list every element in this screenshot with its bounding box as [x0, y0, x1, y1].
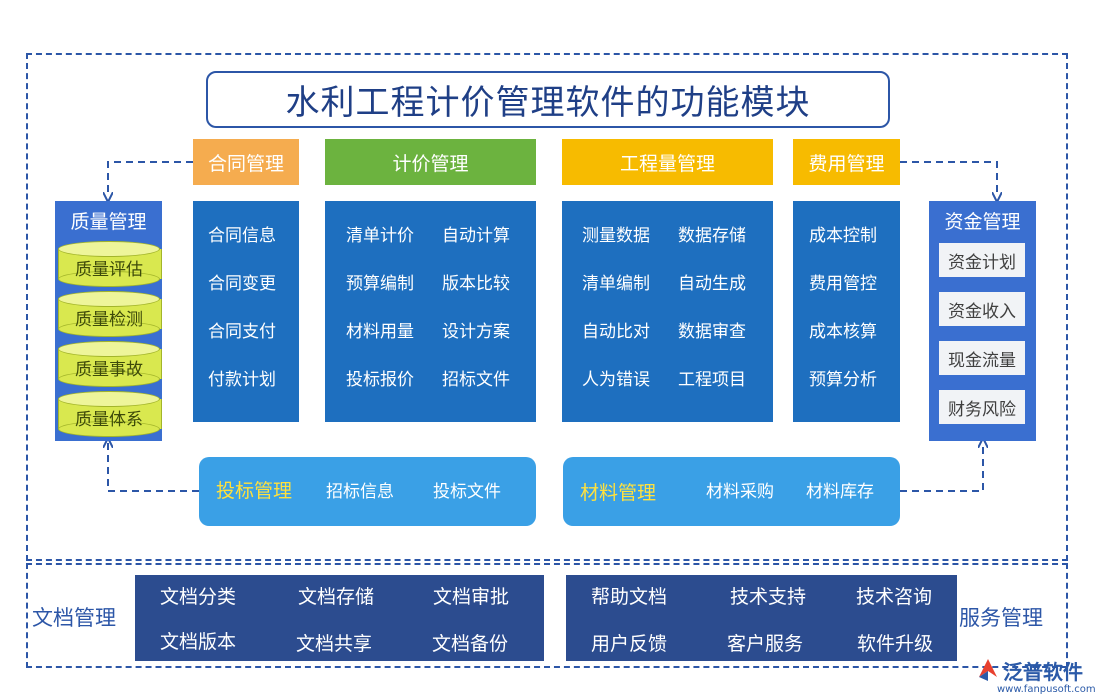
gongcheng-item: 测量数据 [582, 226, 650, 246]
docs-item: 文档备份 [432, 633, 509, 655]
quality-item: 质量检测 [75, 310, 143, 330]
feiyong-header: 费用管理 [793, 139, 900, 185]
gongcheng-panel: 测量数据 数据存储 清单编制 自动生成 自动比对 数据审查 人为错误 工程项目 [562, 201, 773, 422]
service-panel: 帮助文档 技术支持 技术咨询 用户反馈 客户服务 软件升级 [566, 575, 957, 661]
jijia-item: 材料用量 [346, 322, 414, 342]
feiyong-panel: 成本控制 费用管控 成本核算 预算分析 [793, 201, 900, 422]
jijia-item: 招标文件 [442, 370, 510, 390]
page-title: 水利工程计价管理软件的功能模块 [206, 71, 890, 128]
service-label: 服务管理 [959, 606, 1043, 630]
lower-frame [26, 563, 1068, 668]
cailiao-item: 材料采购 [706, 482, 774, 502]
fund-item: 资金计划 [939, 243, 1025, 277]
logo: 泛普软件 www.fanpusoft.com [975, 654, 1097, 698]
jijia-header: 计价管理 [325, 139, 536, 185]
fund-panel: 资金管理 资金计划 资金收入 现金流量 财务风险 [929, 201, 1036, 441]
jijia-item: 预算编制 [346, 274, 414, 294]
docs-item: 文档版本 [160, 631, 237, 653]
cailiao-bar: 材料管理 材料采购 材料库存 [563, 457, 900, 526]
cailiao-title: 材料管理 [580, 482, 657, 504]
quality-item: 质量事故 [75, 360, 143, 380]
quality-item: 质量体系 [75, 410, 143, 430]
service-item: 客户服务 [727, 633, 804, 655]
docs-item: 文档分类 [160, 586, 237, 608]
gongcheng-item: 数据审查 [678, 322, 746, 342]
service-item: 技术支持 [730, 586, 807, 608]
toubiao-item: 投标文件 [433, 482, 501, 502]
jijia-item: 清单计价 [346, 226, 414, 246]
jijia-item: 自动计算 [442, 226, 510, 246]
fund-item: 资金收入 [939, 292, 1025, 326]
fanpu-logo-icon [979, 659, 997, 681]
hetong-header: 合同管理 [193, 139, 299, 185]
service-item: 技术咨询 [856, 586, 933, 608]
quality-cylinder: 质量检测 [58, 291, 162, 337]
hetong-item: 合同信息 [208, 226, 276, 246]
quality-cylinder: 质量评估 [58, 241, 162, 287]
feiyong-item: 预算分析 [809, 370, 877, 390]
feiyong-item: 成本控制 [809, 226, 877, 246]
quality-cylinder: 质量事故 [58, 341, 162, 387]
jijia-item: 版本比较 [442, 274, 510, 294]
docs-item: 文档共享 [296, 633, 373, 655]
hetong-item: 付款计划 [208, 370, 276, 390]
fund-item: 财务风险 [939, 390, 1025, 424]
service-item: 帮助文档 [591, 586, 668, 608]
fund-item: 现金流量 [939, 341, 1025, 375]
jijia-item: 投标报价 [346, 370, 414, 390]
service-item: 软件升级 [857, 633, 934, 655]
hetong-item: 合同变更 [208, 274, 276, 294]
cailiao-item: 材料库存 [806, 482, 874, 502]
gongcheng-header: 工程量管理 [562, 139, 773, 185]
hetong-panel: 合同信息 合同变更 合同支付 付款计划 [193, 201, 299, 422]
logo-url: www.fanpusoft.com [997, 684, 1096, 695]
main-frame [26, 53, 1068, 561]
jijia-item: 设计方案 [442, 322, 510, 342]
docs-item: 文档审批 [433, 586, 510, 608]
quality-title: 质量管理 [70, 211, 147, 233]
service-item: 用户反馈 [591, 633, 668, 655]
toubiao-item: 招标信息 [326, 482, 394, 502]
hetong-item: 合同支付 [208, 322, 276, 342]
fund-title: 资金管理 [944, 211, 1021, 233]
gongcheng-item: 清单编制 [582, 274, 650, 294]
jijia-panel: 清单计价 自动计算 预算编制 版本比较 材料用量 设计方案 投标报价 招标文件 [325, 201, 536, 422]
quality-panel: 质量管理 质量评估 质量检测 质量事故 质量体系 [55, 201, 162, 441]
feiyong-item: 成本核算 [809, 322, 877, 342]
arrow-from-toubiao [108, 443, 199, 492]
arrow-to-fund [900, 161, 997, 197]
gongcheng-item: 人为错误 [582, 370, 650, 390]
arrow-to-quality [108, 161, 193, 197]
arrow-from-cailiao [900, 443, 983, 492]
docs-panel: 文档分类 文档存储 文档审批 文档版本 文档共享 文档备份 [135, 575, 544, 661]
gongcheng-item: 自动比对 [582, 322, 650, 342]
docs-label: 文档管理 [32, 606, 116, 630]
docs-item: 文档存储 [298, 586, 375, 608]
gongcheng-item: 自动生成 [678, 274, 746, 294]
quality-cylinder: 质量体系 [58, 391, 162, 437]
logo-name: 泛普软件 [1003, 660, 1083, 684]
quality-item: 质量评估 [75, 260, 143, 280]
gongcheng-item: 工程项目 [678, 370, 746, 390]
toubiao-bar: 投标管理 招标信息 投标文件 [199, 457, 536, 526]
gongcheng-item: 数据存储 [678, 226, 746, 246]
feiyong-item: 费用管控 [809, 274, 877, 294]
toubiao-title: 投标管理 [216, 480, 293, 502]
